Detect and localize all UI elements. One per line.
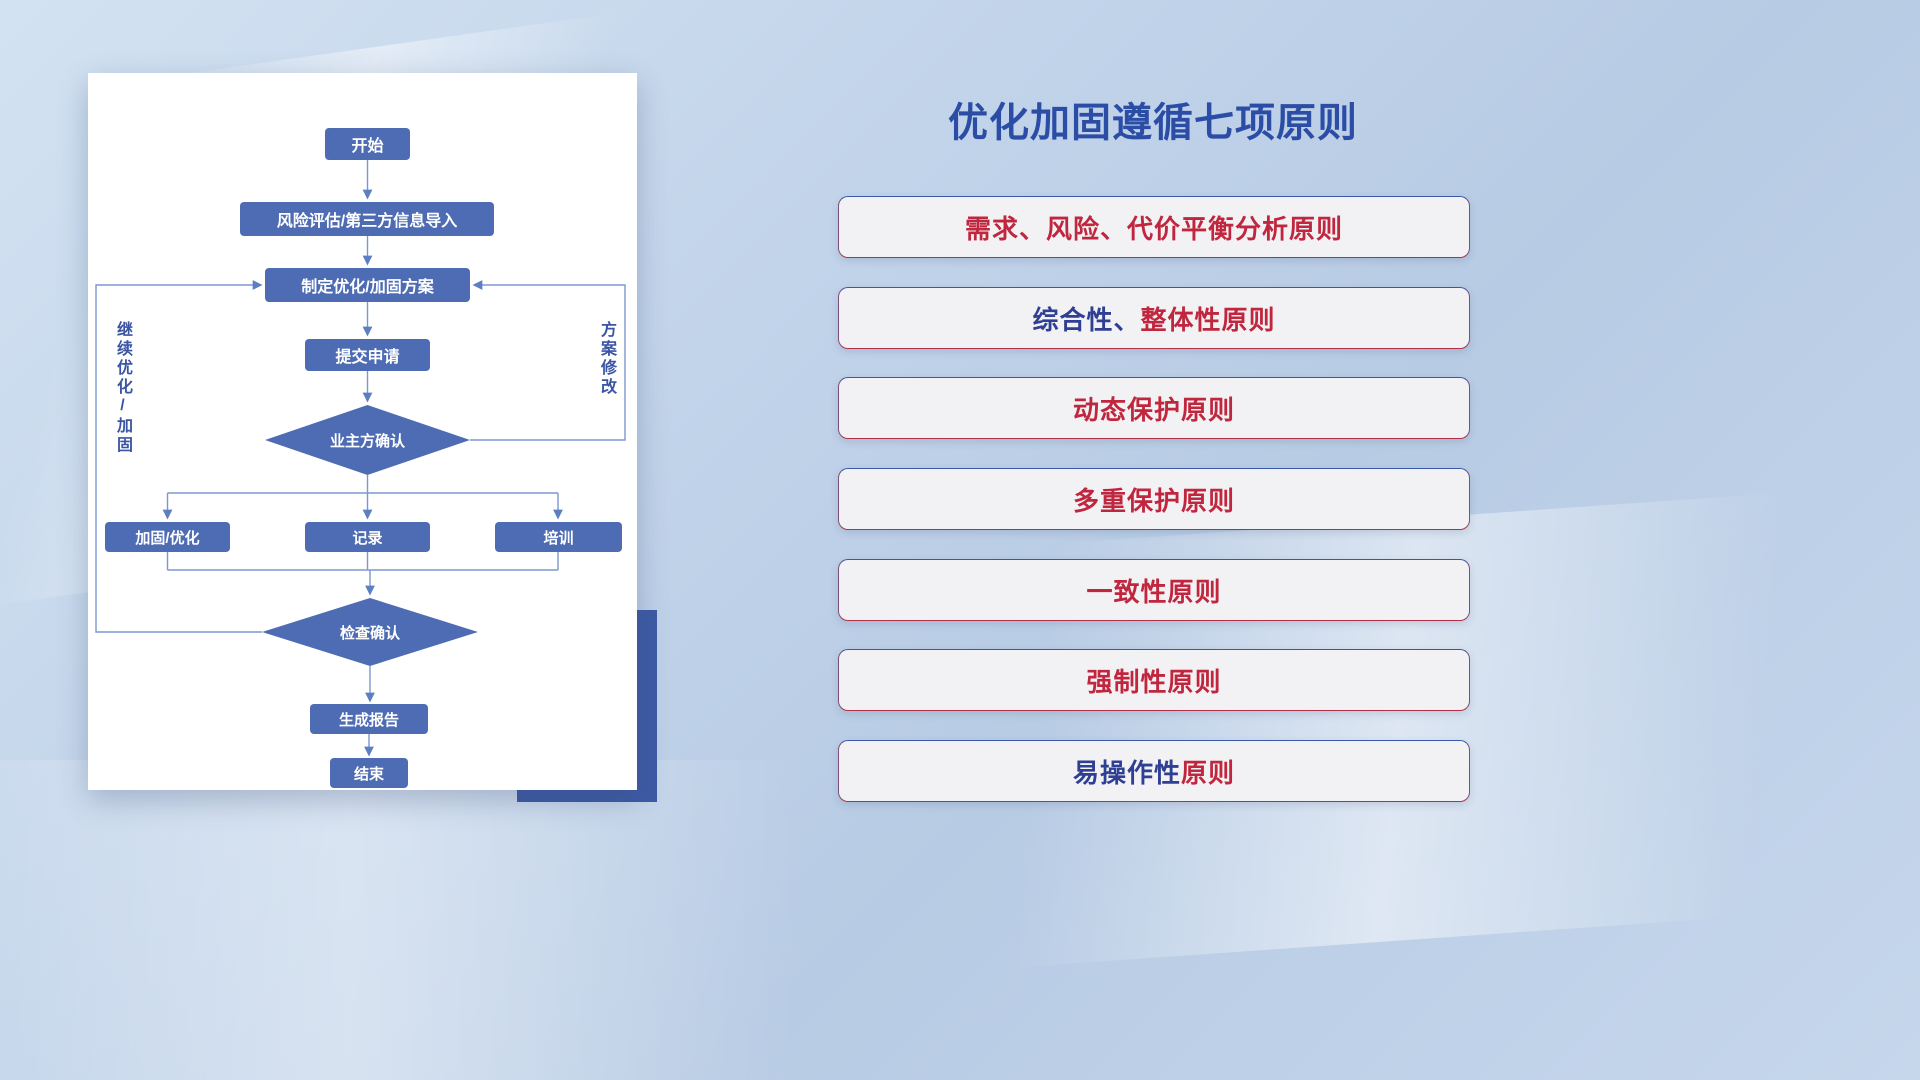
- principle-text: 强制性原则: [1086, 666, 1222, 697]
- flowchart-connectors: [95, 160, 626, 757]
- node-training: 培训: [495, 522, 622, 552]
- principle-text: 多重保护原则: [1072, 485, 1235, 516]
- principle-box-3: 动态保护原则: [838, 377, 1470, 439]
- label-continue-optimize: 继续优化/加固: [114, 321, 131, 455]
- background-streak: [0, 760, 800, 1080]
- node-start: 开始: [325, 128, 410, 160]
- principle-box-1: 需求、风险、代价平衡分析原则: [838, 196, 1470, 258]
- background-streak: [687, 471, 1920, 989]
- node-report: 生成报告: [310, 704, 428, 734]
- principle-text: 综合性、: [1032, 304, 1141, 335]
- principle-box-4: 多重保护原则: [838, 468, 1470, 530]
- flowchart-card: 开始 风险评估/第三方信息导入 制定优化/加固方案 提交申请 业主方确认 加固/…: [88, 73, 637, 790]
- node-record: 记录: [305, 522, 430, 552]
- node-end: 结束: [330, 758, 408, 788]
- node-plan: 制定优化/加固方案: [265, 268, 470, 302]
- label-plan-revision: 方案修改: [598, 321, 615, 397]
- principle-box-5: 一致性原则: [838, 559, 1470, 621]
- principle-box-2: 综合性、整体性原则: [838, 287, 1470, 349]
- principle-text: 一致性原则: [1086, 576, 1222, 607]
- panel-title: 优化加固遵循七项原则: [948, 101, 1358, 145]
- node-risk-import: 风险评估/第三方信息导入: [240, 202, 494, 236]
- node-harden: 加固/优化: [105, 522, 230, 552]
- principle-box-6: 强制性原则: [838, 649, 1470, 711]
- principle-text: 原则: [1181, 757, 1236, 788]
- principle-text: 动态保护原则: [1072, 394, 1235, 425]
- principle-text: 易操作性: [1072, 757, 1181, 788]
- principle-box-7: 易操作性原则: [838, 740, 1470, 802]
- principle-text: 需求、风险、代价平衡分析原则: [964, 213, 1343, 244]
- principle-text: 整体性原则: [1140, 304, 1276, 335]
- node-submit: 提交申请: [305, 339, 430, 371]
